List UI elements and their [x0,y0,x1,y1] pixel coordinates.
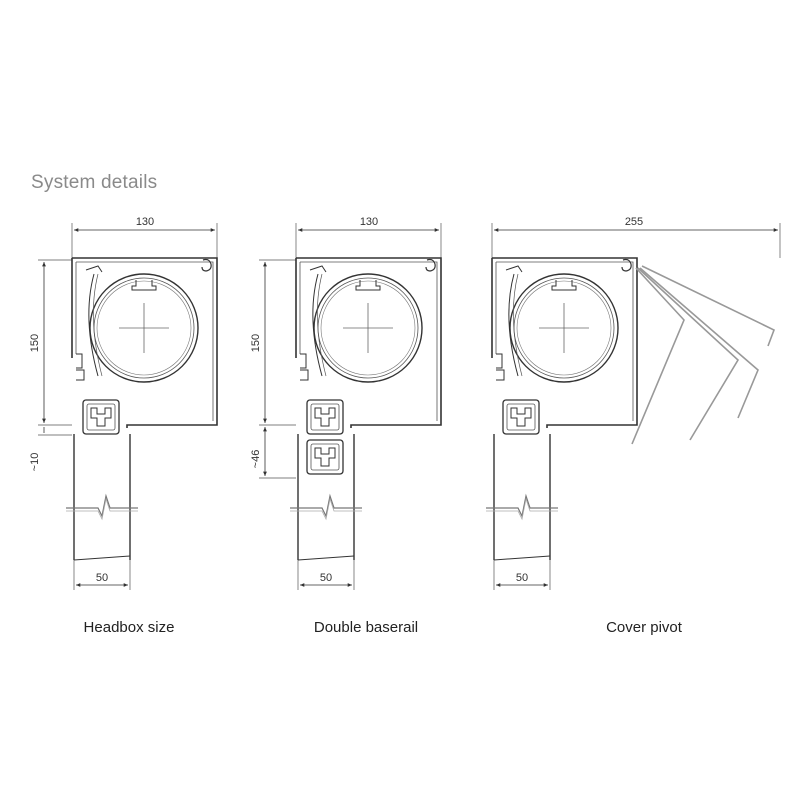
page-title: System details [31,172,158,193]
dim-lower-left: ~46 [250,450,262,469]
caption-cover-pivot: Cover pivot [606,619,682,636]
dim-width-bottom: 50 [516,572,528,584]
dim-height-left: 150 [29,334,41,352]
panel-double-baserail: 130 150 ~46 50 [250,216,442,590]
dim-width-top: 130 [136,216,154,228]
caption-double-baserail: Double baserail [313,619,419,636]
panel-headbox-size: 130 150 ~10 50 [29,216,218,590]
dim-width-bottom: 50 [96,572,108,584]
dim-width-top: 255 [625,216,643,228]
caption-headbox-size: Headbox size [83,619,175,636]
dim-width-bottom: 50 [320,572,332,584]
dim-height-left: 150 [250,334,262,352]
pivoting-cover-lines [631,265,776,445]
dim-width-top: 130 [360,216,378,228]
dim-lower-left: ~10 [29,453,41,472]
panel-cover-pivot: 255 50 [485,216,781,590]
